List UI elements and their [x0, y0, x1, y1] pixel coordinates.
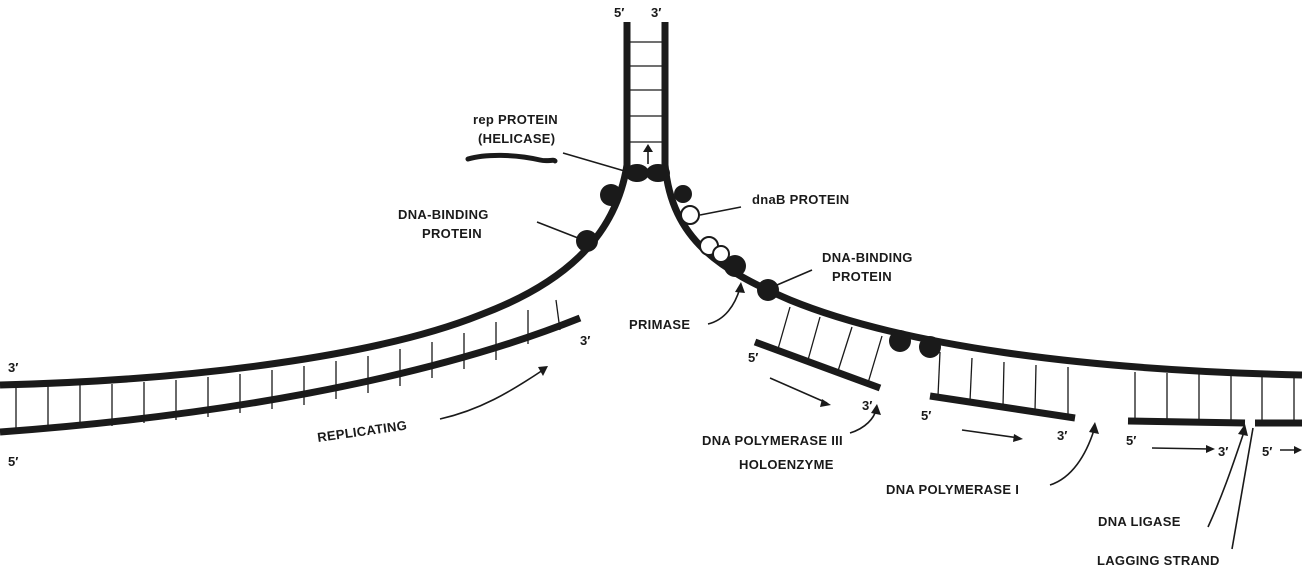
label-binding-left-line1: DNA-BINDING	[398, 207, 489, 222]
label-lagging-strand: LAGGING STRAND	[1097, 553, 1220, 568]
end-okazaki2-5prime: 5′	[921, 408, 931, 423]
lagging-strand-leader	[1232, 428, 1253, 549]
protein-labels: rep PROTEIN (HELICASE) dnaB PROTEIN DNA-…	[316, 112, 1219, 568]
end-left-lower: 5′	[8, 454, 18, 469]
free-strand-mark	[468, 155, 555, 161]
binding-right-leader	[777, 270, 812, 285]
helicase-protein	[625, 164, 670, 182]
okazaki-fragment-3	[1128, 421, 1245, 423]
label-pol1: DNA POLYMERASE I	[886, 482, 1019, 497]
end-okazaki3-5prime: 5′	[1126, 433, 1136, 448]
end-leading-3prime: 3′	[580, 333, 590, 348]
parental-duplex	[627, 22, 665, 170]
okazaki-2-arrow	[962, 430, 1019, 438]
label-helicase-line1: rep PROTEIN	[473, 112, 558, 127]
okazaki-fragment-1	[755, 342, 880, 388]
okazaki-3-rungs	[1135, 372, 1231, 422]
okazaki-fragment-2	[930, 396, 1075, 418]
end-okazaki1-5prime: 5′	[748, 350, 758, 365]
label-pol3-line1: DNA POLYMERASE III	[702, 433, 843, 448]
label-pol3-line2: HOLOENZYME	[739, 457, 834, 472]
okazaki-1-arrow	[770, 378, 827, 403]
replicating-arrow	[440, 370, 543, 419]
dnab-leader	[700, 207, 741, 215]
dna-binding-protein-left	[576, 184, 622, 252]
helicase-leader	[563, 153, 628, 172]
leading-new-strand	[0, 318, 580, 432]
label-helicase-line2: (HELICASE)	[478, 131, 555, 146]
label-replicating: REPLICATING	[316, 418, 408, 445]
end-okazaki3-3prime: 3′	[1218, 444, 1228, 459]
leading-template-strand	[0, 165, 627, 385]
label-primase: PRIMASE	[629, 317, 690, 332]
primase-protein	[724, 255, 746, 277]
label-binding-right-line2: PROTEIN	[832, 269, 892, 284]
label-ligase: DNA LIGASE	[1098, 514, 1181, 529]
parental-rungs	[627, 42, 665, 142]
label-binding-right-line1: DNA-BINDING	[822, 250, 913, 265]
unwinding-arrowhead	[643, 144, 653, 152]
okazaki-4-rungs	[1262, 375, 1294, 423]
end-left-upper: 3′	[8, 360, 18, 375]
primase-leader	[708, 288, 740, 324]
binding-left-leader	[537, 222, 578, 238]
leading-rungs	[16, 300, 560, 431]
okazaki-3-arrow	[1152, 448, 1210, 449]
label-dnab: dnaB PROTEIN	[752, 192, 850, 207]
label-binding-left-line2: PROTEIN	[422, 226, 482, 241]
end-top-right: 3′	[651, 5, 661, 20]
end-top-left: 5′	[614, 5, 624, 20]
end-okazaki2-3prime: 3′	[1057, 428, 1067, 443]
strand-end-labels: 5′ 3′ 3′ 5′ 3′ 5′ 3′ 5′ 3′ 5′ 3′ 5′	[8, 5, 1272, 469]
end-okazaki1-3prime: 3′	[862, 398, 872, 413]
leading-arm	[0, 165, 627, 432]
pol3-leader	[850, 410, 876, 433]
end-okazaki4-5prime: 5′	[1262, 444, 1272, 459]
